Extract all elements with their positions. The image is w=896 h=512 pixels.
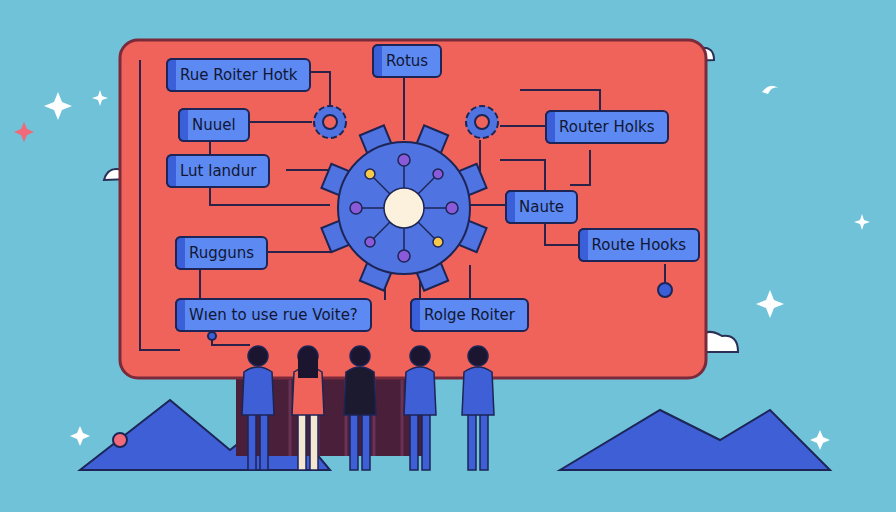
box-label: Rugguns bbox=[189, 244, 254, 262]
label-box: Rue Roiter Hotk bbox=[166, 58, 311, 92]
box-label: Router Holks bbox=[559, 118, 655, 136]
label-box: Naute bbox=[505, 190, 578, 224]
label-box: Nuuel bbox=[178, 108, 250, 142]
mountain bbox=[560, 410, 830, 470]
box-label: Rotus bbox=[386, 52, 428, 70]
person bbox=[242, 346, 274, 470]
label-box: Rotus bbox=[372, 44, 442, 78]
label-box: Lut landur bbox=[166, 154, 270, 188]
box-label: Route Hooks bbox=[592, 236, 686, 254]
box-label: Wıen to use rue Voite? bbox=[189, 306, 358, 324]
person bbox=[404, 346, 436, 470]
box-label: Rolge Roiter bbox=[424, 306, 515, 324]
gear bbox=[321, 125, 486, 290]
leader-line bbox=[140, 60, 665, 350]
person bbox=[344, 346, 376, 470]
label-box: Wıen to use rue Voite? bbox=[175, 298, 372, 332]
box-label: Naute bbox=[519, 198, 564, 216]
label-box: Router Holks bbox=[545, 110, 669, 144]
label-box: Rugguns bbox=[175, 236, 268, 270]
box-label: Lut landur bbox=[180, 162, 256, 180]
label-box: Rolge Roiter bbox=[410, 298, 529, 332]
box-label: Rue Roiter Hotk bbox=[180, 66, 297, 84]
board bbox=[120, 40, 706, 378]
person bbox=[292, 346, 324, 470]
person bbox=[462, 346, 494, 470]
gear bbox=[314, 106, 498, 138]
box-label: Nuuel bbox=[192, 116, 236, 134]
label-box: Route Hooks bbox=[578, 228, 700, 262]
people bbox=[242, 346, 494, 470]
